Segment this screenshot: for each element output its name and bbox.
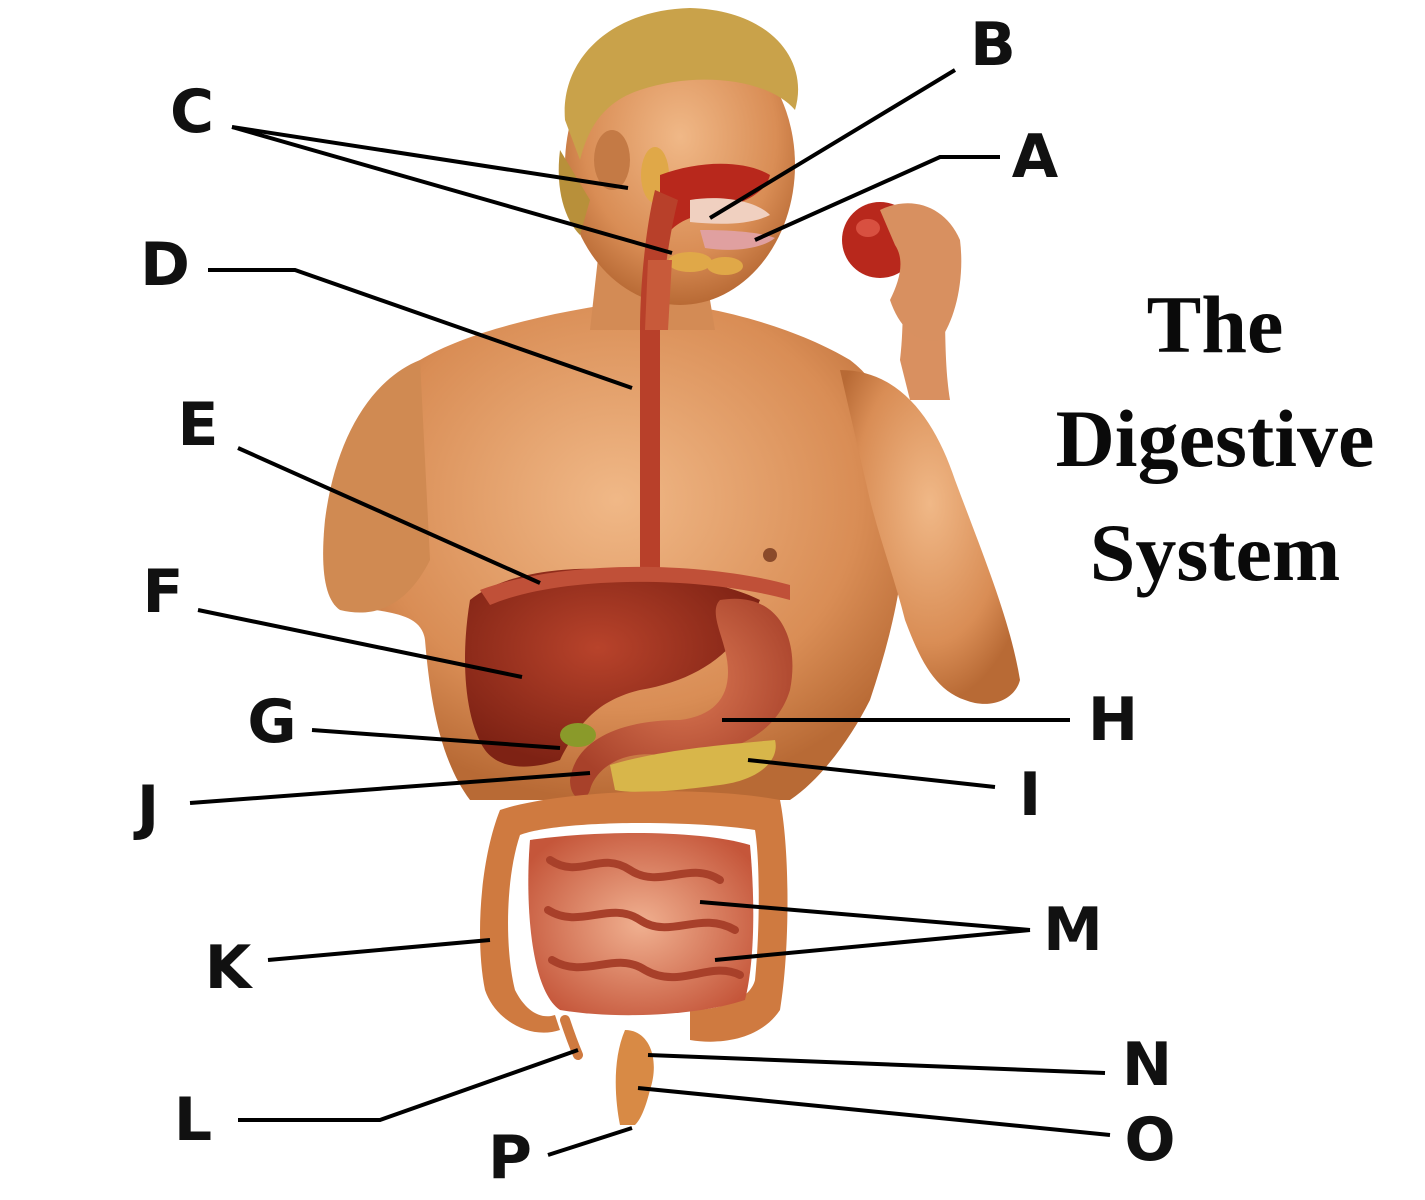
small-intestine — [528, 833, 754, 1016]
hand-with-apple — [842, 202, 962, 341]
large-intestine — [480, 791, 788, 1042]
leader-line-c2 — [231, 125, 673, 255]
diagram-title: The Digestive System — [1010, 268, 1420, 610]
label-k: K — [204, 933, 252, 1003]
label-g: G — [247, 687, 297, 757]
title-line-2: Digestive — [1055, 393, 1375, 484]
leader-line-g — [311, 728, 561, 750]
leader-line-m1 — [699, 900, 1031, 932]
leader-line-j — [189, 771, 591, 805]
leader-line-l — [238, 1048, 579, 1122]
leader-line-a — [754, 155, 1000, 242]
leader-line-n — [647, 1053, 1106, 1075]
leader-line-i — [747, 758, 996, 789]
label-o: O — [1124, 1105, 1176, 1175]
rectum — [615, 1030, 654, 1125]
label-c: C — [169, 77, 215, 147]
leader-line-p — [547, 1126, 633, 1157]
leader-line-f — [197, 608, 523, 679]
label-e: E — [177, 390, 219, 460]
label-j: J — [136, 773, 160, 843]
leader-line-e — [237, 446, 541, 585]
leader-line-o — [637, 1086, 1111, 1137]
label-h: H — [1087, 685, 1139, 755]
title-line-3: System — [1089, 507, 1341, 598]
leader-line-m2 — [714, 928, 1031, 962]
leader-line-d — [208, 268, 633, 390]
label-l: L — [173, 1085, 213, 1155]
appendix — [560, 1015, 583, 1060]
label-i: I — [1018, 760, 1042, 830]
label-b: B — [970, 10, 1016, 80]
stomach — [570, 598, 793, 799]
label-a: A — [1011, 122, 1059, 192]
label-n: N — [1121, 1030, 1173, 1100]
gallbladder — [560, 723, 596, 747]
title-line-1: The — [1146, 279, 1284, 370]
leader-lines — [189, 68, 1111, 1157]
label-p: P — [488, 1123, 532, 1193]
label-d: D — [140, 230, 190, 300]
pancreas — [610, 740, 776, 793]
leader-line-k — [267, 938, 491, 962]
esophagus — [640, 190, 678, 580]
leader-line-c1 — [231, 125, 629, 190]
label-f: F — [142, 557, 184, 627]
liver — [465, 566, 790, 767]
leader-line-b — [708, 68, 957, 220]
label-m: M — [1043, 895, 1103, 965]
head — [558, 8, 799, 305]
